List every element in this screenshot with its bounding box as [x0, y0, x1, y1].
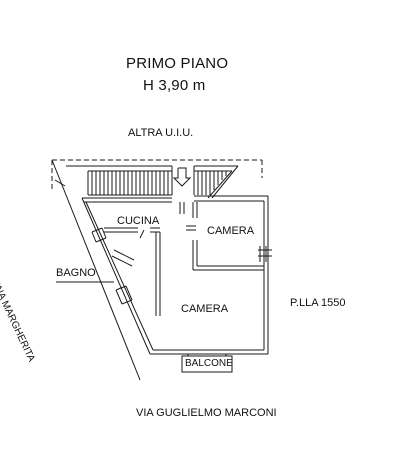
balcony-label: BALCONE	[185, 358, 233, 369]
window-left-upper	[91, 227, 107, 243]
room-label-kitchen: CUCINA	[117, 215, 160, 227]
street-label-bottom: VIA GUGLIELMO MARCONI	[136, 407, 277, 419]
parcel-label: P.LLA 1550	[290, 297, 346, 309]
neighbor-unit-label: ALTRA U.I.U.	[128, 127, 194, 139]
room-label-bedroom-1: CAMERA	[207, 225, 255, 237]
room-label-bedroom-2: CAMERA	[181, 303, 229, 315]
exterior-walls	[81, 195, 269, 355]
floor-title: PRIMO PIANO	[126, 55, 229, 72]
entrance-arrow-icon	[172, 167, 192, 187]
room-label-bathroom: BAGNO	[56, 267, 96, 279]
staircase-left	[66, 165, 173, 196]
floor-height: H 3,90 m	[143, 77, 206, 94]
balcony	[181, 354, 233, 373]
street-edge-line	[51, 159, 141, 381]
site-tick	[54, 179, 66, 187]
window-left-lower	[115, 285, 133, 305]
window-right	[258, 246, 272, 262]
interior-walls	[104, 202, 264, 316]
neighbor-unit-boundary	[51, 159, 263, 190]
staircase-right	[193, 165, 239, 199]
